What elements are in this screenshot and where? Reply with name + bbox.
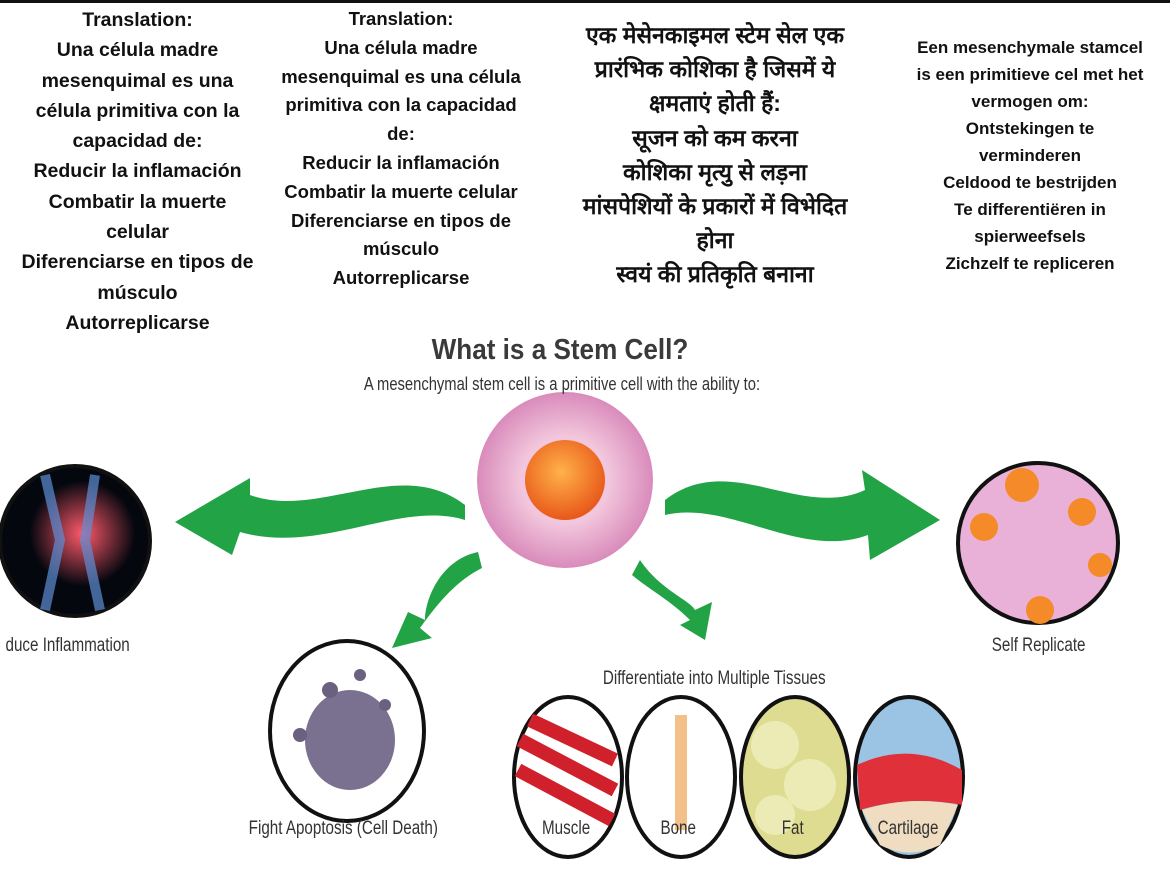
label-fight-apoptosis: Fight Apoptosis (Cell Death) bbox=[248, 818, 438, 839]
text-line: célula primitiva con la bbox=[35, 99, 240, 122]
text-line: verminderen bbox=[978, 146, 1082, 165]
knee-inflammation-icon bbox=[0, 464, 152, 618]
text-line: Reducir la inflamación bbox=[33, 160, 242, 183]
text-line: Reducir la inflamación bbox=[302, 151, 500, 173]
label-fat: Fat bbox=[781, 818, 804, 839]
diagram-subtitle: A mesenchymal stem cell is a primitive c… bbox=[363, 374, 761, 394]
dutch-translation: Een mesenchymale stamcel is een primitie… bbox=[890, 34, 1170, 277]
text-line: Autorreplicarse bbox=[332, 267, 470, 289]
text-line: Una célula madre bbox=[324, 36, 478, 58]
text-line: mesenquimal es una célula bbox=[281, 65, 521, 87]
text-line: is een primitieve cel met het bbox=[916, 65, 1144, 84]
text-line: Te differentiëren in bbox=[954, 200, 1106, 219]
text-line: Een mesenchymale stamcel bbox=[917, 38, 1143, 57]
text-line: Autorreplicarse bbox=[65, 311, 210, 334]
text-line: Combatir la muerte bbox=[48, 190, 227, 213]
spanish-translation-1: Translation: Una célula madre mesenquima… bbox=[0, 5, 275, 338]
text-line: स्वयं की प्रतिकृति बनाना bbox=[616, 261, 814, 288]
arrow-left-icon bbox=[175, 478, 465, 555]
text-line: de: bbox=[387, 123, 415, 145]
label-reduce-inflammation: duce Inflammation bbox=[5, 635, 130, 656]
text-line: Combatir la muerte celular bbox=[284, 180, 518, 202]
text-line: spierweefsels bbox=[974, 227, 1086, 246]
text-line: celular bbox=[106, 221, 169, 244]
text-line: vermogen om: bbox=[971, 92, 1089, 111]
arrow-down-right-icon bbox=[632, 560, 712, 640]
text-line: Zichzelf te repliceren bbox=[945, 254, 1115, 273]
hindi-translation: एक मेसेनकाइमल स्टेम सेल एक प्रारंभिक कोश… bbox=[545, 18, 885, 292]
text-line: Ontstekingen te bbox=[965, 119, 1095, 138]
text-line: Translation: bbox=[348, 8, 454, 29]
text-line: सूजन को कम करना bbox=[632, 124, 798, 151]
text-line: músculo bbox=[362, 238, 440, 260]
top-border bbox=[0, 0, 1170, 3]
text-line: मांसपेशियों के प्रकारों में विभेदित bbox=[582, 193, 848, 220]
text-line: Translation: bbox=[82, 9, 193, 31]
label-differentiate: Differentiate into Multiple Tissues bbox=[602, 668, 826, 689]
spanish-translation-2: Translation: Una célula madre mesenquima… bbox=[262, 5, 540, 293]
text-line: Una célula madre bbox=[56, 39, 219, 62]
diagram-title: What is a Stem Cell? bbox=[431, 334, 689, 366]
text-line: mesenquimal es una bbox=[41, 69, 234, 92]
text-line: क्षमताएं होती हैं: bbox=[649, 90, 781, 117]
text-line: कोशिका मृत्यु से लड़ना bbox=[623, 158, 807, 185]
label-self-replicate: Self Replicate bbox=[991, 635, 1086, 656]
label-muscle: Muscle bbox=[542, 818, 591, 839]
text-line: capacidad de: bbox=[72, 130, 203, 153]
arrow-right-icon bbox=[665, 470, 940, 560]
text-line: primitiva con la capacidad bbox=[285, 94, 517, 116]
text-line: एक मेसेनकाइमल स्टेम सेल एक bbox=[585, 22, 845, 48]
text-line: Diferenciarse en tipos de bbox=[290, 209, 512, 231]
text-line: Celdood te bestrijden bbox=[943, 173, 1117, 192]
label-bone: Bone bbox=[660, 818, 696, 839]
arrow-down-left-icon bbox=[392, 552, 482, 648]
nucleus-icon bbox=[525, 440, 605, 520]
text-line: músculo bbox=[97, 281, 178, 304]
text-line: Diferenciarse en tipos de bbox=[21, 251, 254, 274]
text-line: होना bbox=[696, 227, 734, 254]
text-line: प्रारंभिक कोशिका है जिसमें ये bbox=[594, 56, 836, 83]
label-cartilage: Cartilage bbox=[877, 818, 939, 839]
